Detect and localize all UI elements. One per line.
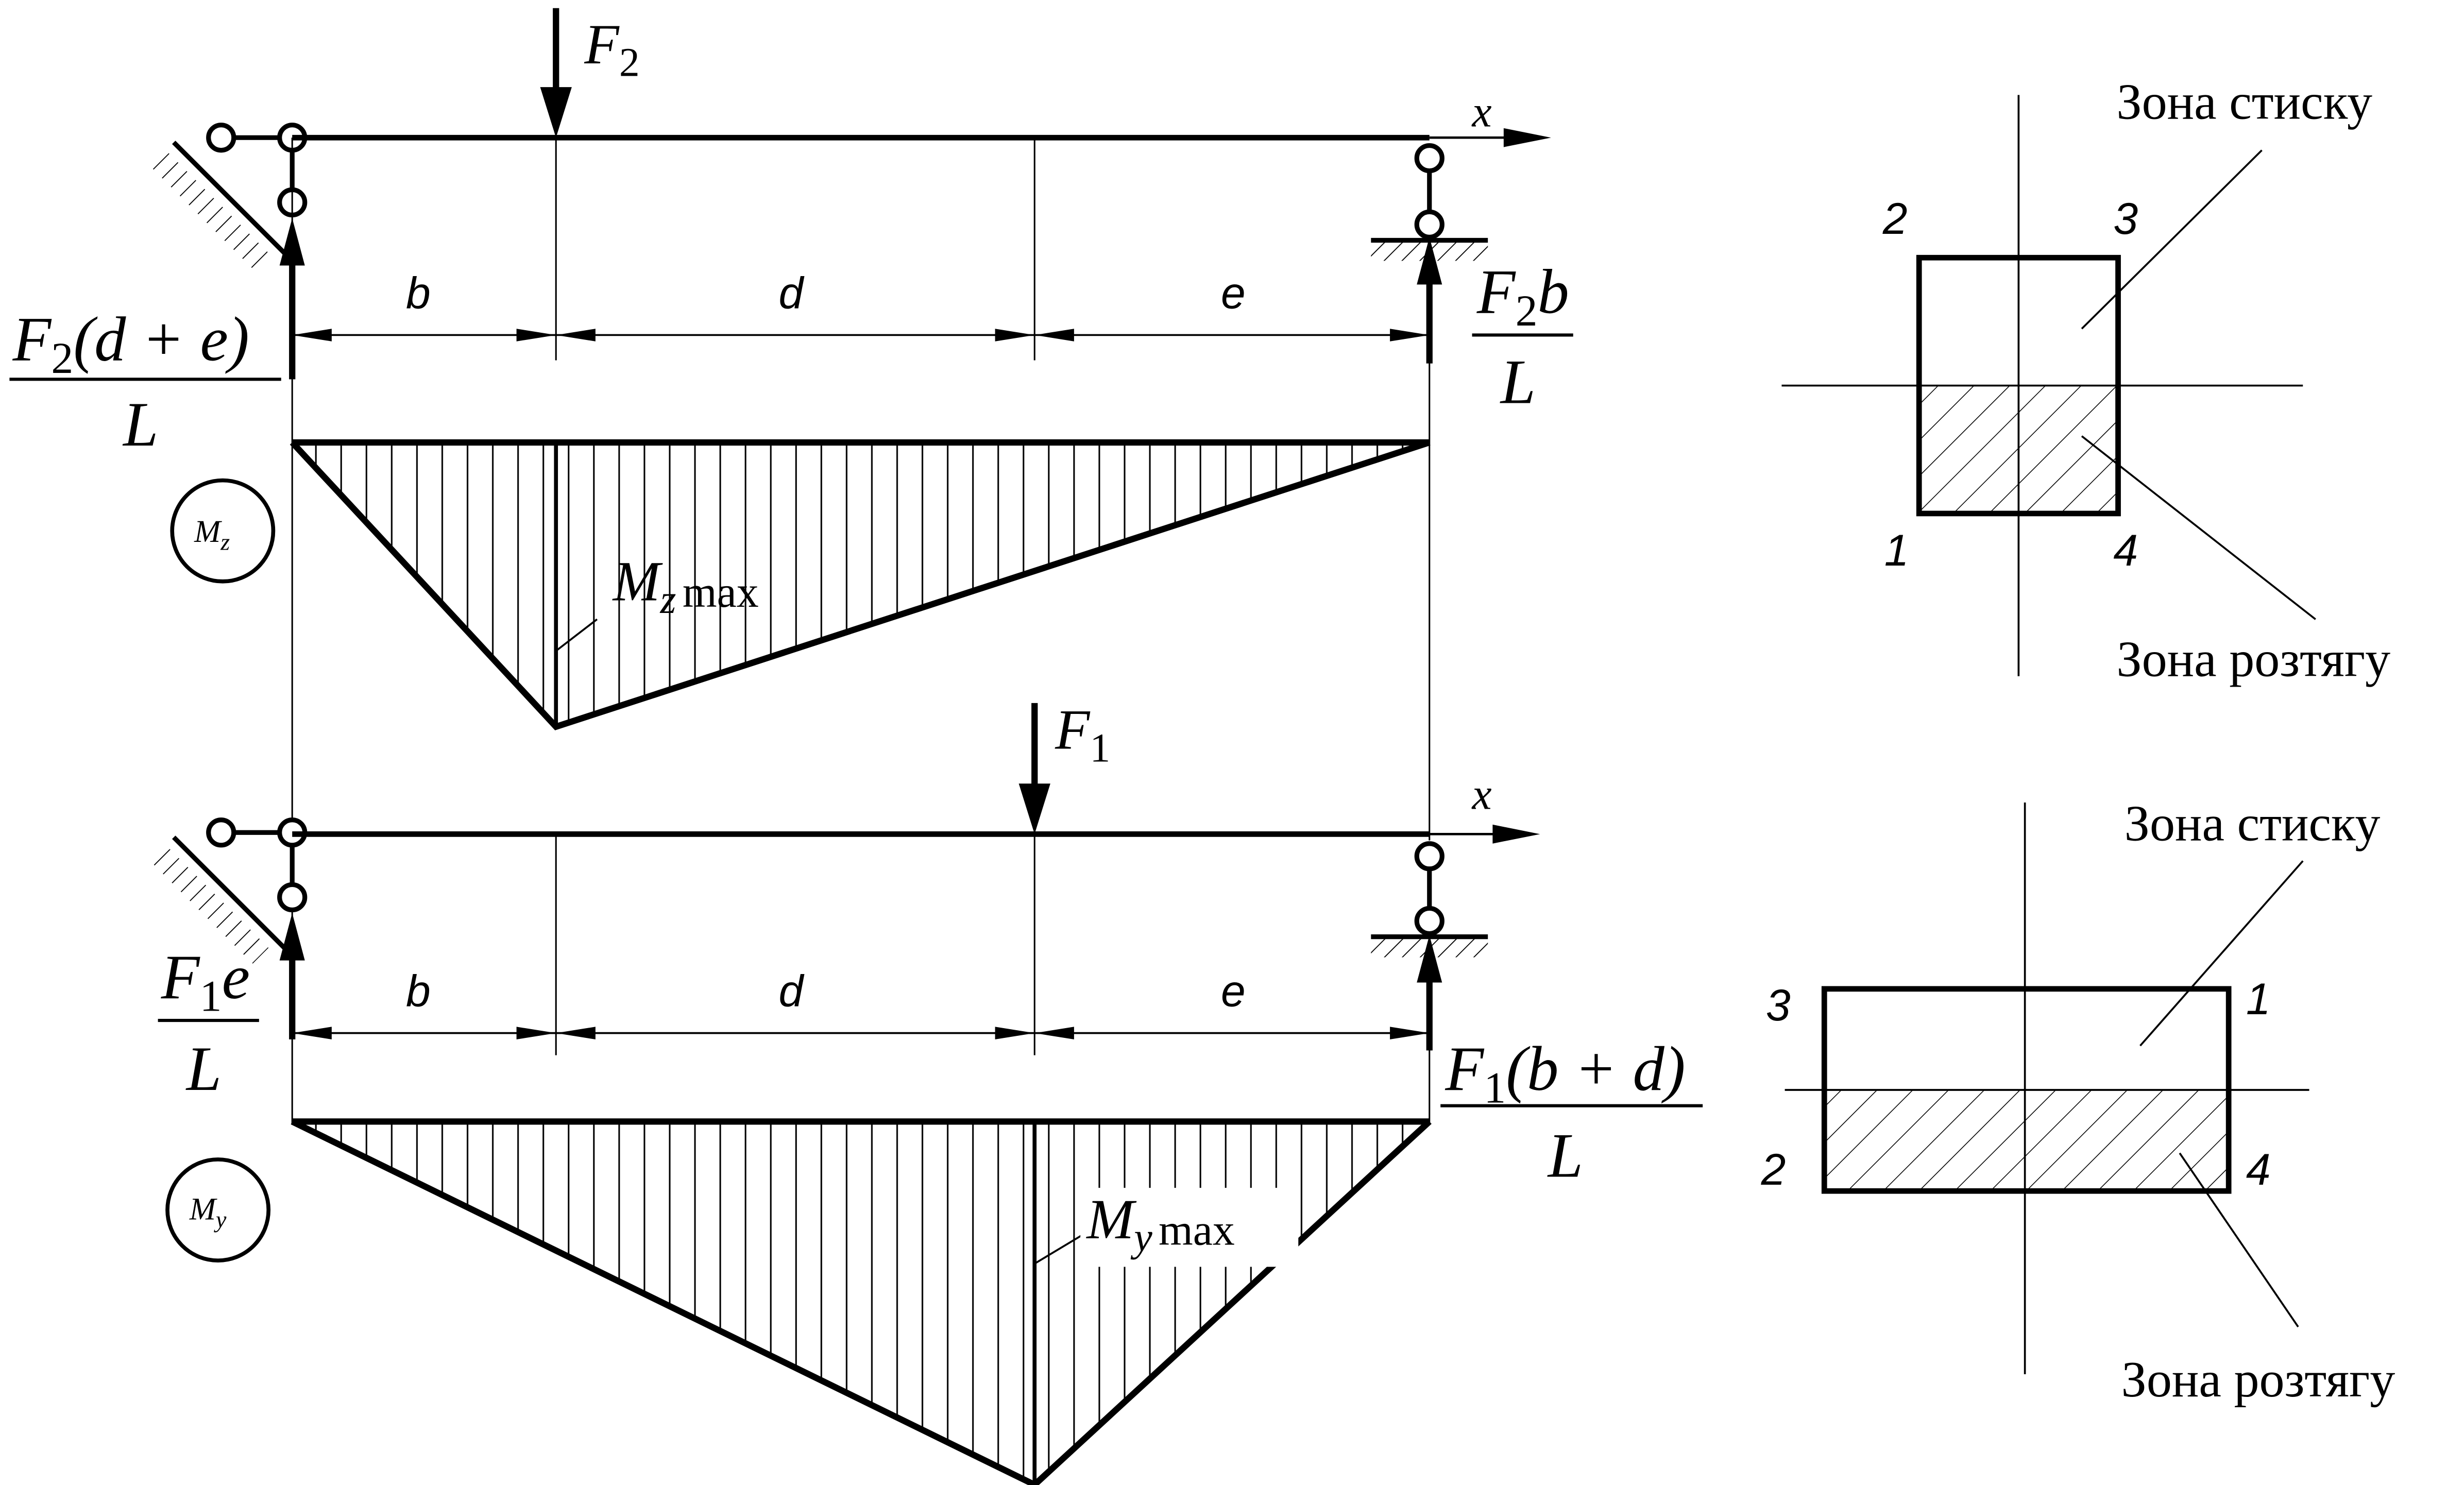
my-moment-diagram <box>291 1118 1432 1485</box>
top-corner-4: 4 <box>2113 526 2138 575</box>
bottom-compression-zone-label: Зона стиску <box>2125 796 2381 852</box>
svg-text:L: L <box>185 1034 222 1104</box>
bottom-dimension-line <box>292 1027 1430 1039</box>
svg-text:F1e: F1e <box>161 942 250 1021</box>
svg-text:L: L <box>1500 347 1536 417</box>
top-beam-group: x F2 <box>9 8 1573 1125</box>
top-corner-2: 2 <box>1882 194 1908 244</box>
my-diagram-badge: My <box>165 1157 271 1262</box>
top-compression-zone-label: Зона стиску <box>2116 74 2372 130</box>
bottom-force-label: F1 <box>1055 698 1110 771</box>
top-dim-e: e <box>1221 268 1246 318</box>
mz-moment-diagram <box>290 439 1431 730</box>
top-tension-zone-label: Зона розтягу <box>2116 632 2390 688</box>
top-left-reaction-label: F2(d + e) L <box>9 304 281 459</box>
bottom-right-reaction-label: F1(b + d) L <box>1440 1034 1703 1191</box>
svg-text:F2b: F2b <box>1476 257 1569 336</box>
bottom-right-roller-support <box>1371 841 1488 958</box>
bottom-dim-b: b <box>406 967 431 1016</box>
top-left-pin-support <box>150 123 308 269</box>
svg-text:Mz: Mz <box>194 514 230 555</box>
bottom-left-reaction-label: F1e L <box>158 942 259 1104</box>
svg-text:F1(b + d): F1(b + d) <box>1445 1034 1685 1113</box>
top-force-arrow <box>540 8 572 138</box>
top-dim-b: b <box>406 268 431 318</box>
top-x-axis-label: x <box>1471 88 1492 136</box>
bottom-cross-section: Зона стиску Зона розтягу 3 1 2 4 <box>1761 796 2395 1408</box>
bottom-corner-1: 1 <box>2246 975 2271 1024</box>
mz-diagram-badge: Mz <box>170 478 276 584</box>
bottom-corner-2: 2 <box>1761 1145 1786 1194</box>
bottom-corner-4: 4 <box>2246 1145 2271 1194</box>
top-cross-section: Зона стиску Зона розтягу 2 3 1 4 <box>1781 74 2390 688</box>
top-force-label: F2 <box>584 13 639 86</box>
top-corner-1: 1 <box>1884 526 1909 575</box>
bottom-tension-zone-label: Зона розтягу <box>2121 1352 2395 1408</box>
bottom-left-reaction-arrow <box>279 913 305 1039</box>
bottom-x-axis-label: x <box>1471 770 1492 818</box>
bottom-corner-3: 3 <box>1766 981 1791 1030</box>
bottom-force-arrow <box>1018 703 1050 834</box>
svg-text:L: L <box>1547 1121 1583 1191</box>
svg-text:L: L <box>122 389 158 459</box>
top-x-axis <box>1429 128 1551 147</box>
svg-text:My: My <box>189 1191 227 1232</box>
top-dimension-line <box>292 329 1430 342</box>
top-right-reaction-label: F2b L <box>1472 257 1573 417</box>
bottom-beam-group: x F1 b d e <box>150 698 1703 1485</box>
bottom-x-axis <box>1429 824 1540 844</box>
bottom-dim-e: e <box>1221 967 1246 1016</box>
bottom-dim-d: d <box>779 967 805 1016</box>
svg-text:F2(d + e): F2(d + e) <box>12 304 249 383</box>
top-corner-3: 3 <box>2113 194 2138 244</box>
top-dim-d: d <box>779 268 805 318</box>
